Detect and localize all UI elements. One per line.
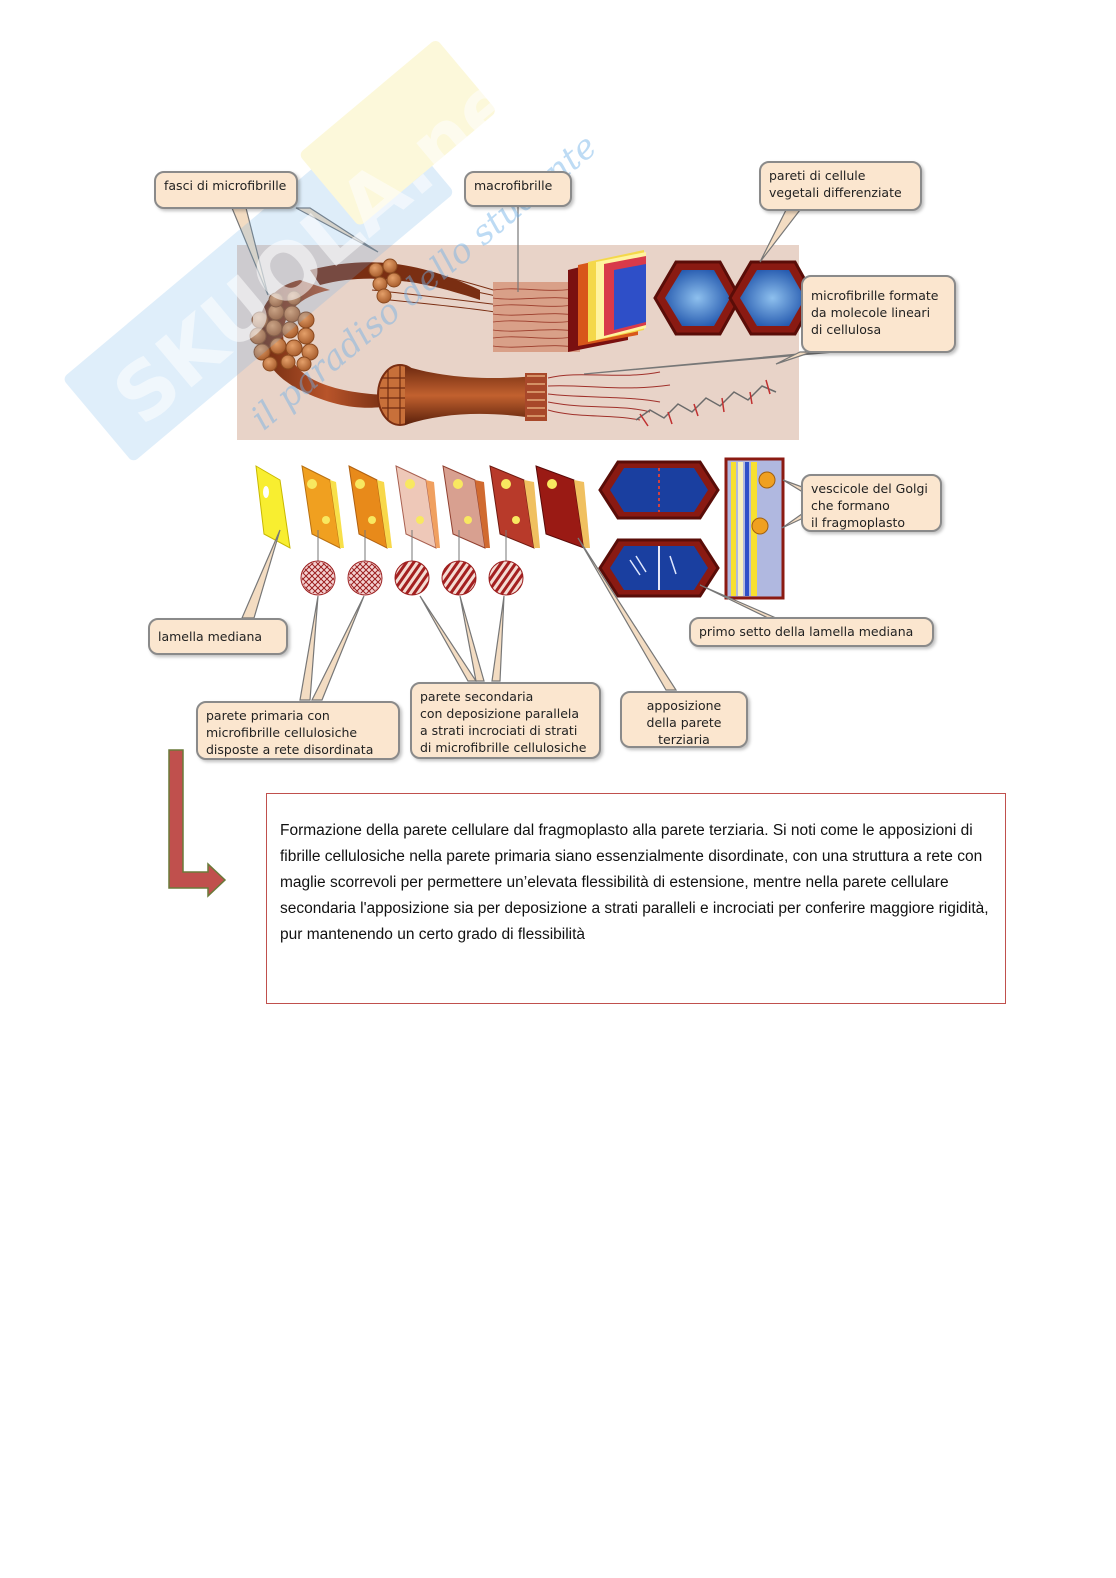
- caption-box: Formazione della parete cellulare dal fr…: [266, 793, 1006, 1004]
- secondary-wall-disc: [395, 561, 429, 595]
- stage-4-panel: [396, 466, 440, 548]
- callout-parete-secondaria: parete secondaria con deposizione parall…: [410, 682, 601, 759]
- callout-apposizione-terziaria: apposizione della parete terziaria: [620, 691, 748, 748]
- callout-macrofibrille: macrofibrille: [464, 171, 572, 207]
- stage-1-panel: [256, 466, 290, 548]
- secondary-wall-disc: [489, 561, 523, 595]
- callout-primo-setto: primo setto della lamella mediana: [689, 617, 934, 647]
- caption-arrow: [169, 750, 225, 896]
- callout-parete-primaria: parete primaria con microfibrille cellul…: [196, 701, 400, 760]
- macrofibril-block: [493, 282, 580, 352]
- stage-2-panel: [302, 466, 344, 548]
- secondary-wall-disc: [442, 561, 476, 595]
- dividing-cells-illustration: [600, 462, 718, 596]
- fragmoplast-detail: [726, 459, 783, 598]
- callout-microfibrille-formate: microfibrille formate da molecole linear…: [801, 275, 956, 353]
- stage-5-panel: [443, 466, 490, 548]
- callout-vescicole-golgi: vescicole del Golgi che formano il fragm…: [801, 474, 942, 532]
- stage-3-panel: [349, 466, 392, 548]
- callout-fasci-microfibrille: fasci di microfibrille: [154, 171, 298, 209]
- caption-text: Formazione della parete cellulare dal fr…: [280, 818, 996, 948]
- callout-pareti-cellule: pareti di cellule vegetali differenziate: [759, 161, 922, 211]
- stage-6-panel: [490, 466, 540, 548]
- stage-7-panel: [536, 466, 590, 548]
- wall-stage-panels: [256, 466, 590, 548]
- callout-lamella-mediana: lamella mediana: [148, 618, 288, 655]
